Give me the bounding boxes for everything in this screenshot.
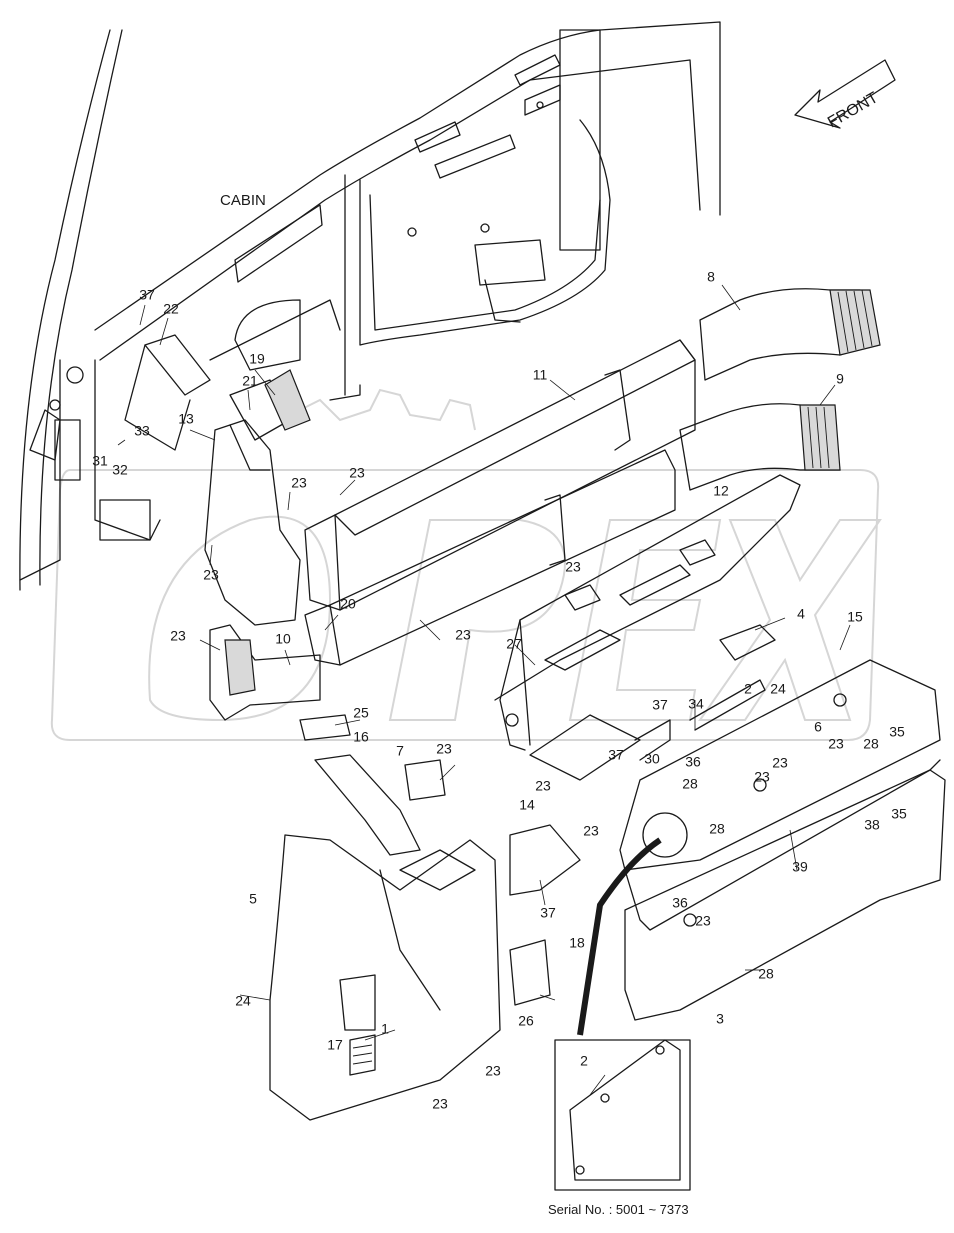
part-number-36: 36 bbox=[672, 895, 688, 911]
part-number-24: 24 bbox=[235, 993, 251, 1009]
part-number-23: 23 bbox=[291, 475, 307, 491]
part-number-36: 36 bbox=[685, 754, 701, 770]
part-number-10: 10 bbox=[275, 631, 291, 647]
part-number-19: 19 bbox=[249, 351, 265, 367]
part-number-37: 37 bbox=[540, 905, 556, 921]
inset-part-label: 2 bbox=[580, 1053, 588, 1069]
part-number-23: 23 bbox=[349, 465, 365, 481]
part-number-23: 23 bbox=[535, 778, 551, 794]
part-number-38: 38 bbox=[864, 817, 880, 833]
part-number-15: 15 bbox=[847, 609, 863, 625]
part-number-26: 26 bbox=[518, 1013, 534, 1029]
part-number-37: 37 bbox=[139, 287, 155, 303]
part-number-27: 27 bbox=[506, 636, 522, 652]
duct-parts bbox=[124, 288, 881, 896]
leader-lines bbox=[117, 284, 851, 1096]
part-number-23: 23 bbox=[436, 741, 452, 757]
part-number-35: 35 bbox=[889, 724, 905, 740]
part-number-11: 11 bbox=[533, 367, 548, 383]
part-number-39: 39 bbox=[792, 859, 808, 875]
part-number-23: 23 bbox=[772, 755, 788, 771]
part-number-28: 28 bbox=[709, 821, 725, 837]
part-number-6: 6 bbox=[814, 719, 822, 735]
part-number-23: 23 bbox=[828, 736, 844, 752]
part-number-17: 17 bbox=[327, 1037, 343, 1053]
part-number-23: 23 bbox=[432, 1096, 448, 1112]
part-number-23: 23 bbox=[583, 823, 599, 839]
part-number-14: 14 bbox=[519, 797, 535, 813]
part-number-12: 12 bbox=[713, 483, 729, 499]
cabin-label: CABIN bbox=[220, 192, 266, 209]
part-number-23: 23 bbox=[203, 567, 219, 583]
part-number-1: 1 bbox=[381, 1021, 389, 1037]
part-number-25: 25 bbox=[353, 705, 369, 721]
panels bbox=[269, 659, 946, 1191]
part-number-28: 28 bbox=[758, 966, 774, 982]
part-number-13: 13 bbox=[178, 411, 194, 427]
part-number-28: 28 bbox=[863, 736, 879, 752]
part-number-23: 23 bbox=[455, 627, 471, 643]
part-number-5: 5 bbox=[249, 891, 257, 907]
part-number-31: 31 bbox=[92, 453, 108, 469]
part-number-20: 20 bbox=[340, 596, 356, 612]
front-arrow: FRONT bbox=[794, 59, 896, 131]
part-number-23: 23 bbox=[485, 1063, 501, 1079]
part-number-8: 8 bbox=[707, 269, 715, 285]
part-number-4: 4 bbox=[797, 606, 805, 622]
part-number-22: 22 bbox=[163, 301, 179, 317]
part-number-35: 35 bbox=[891, 806, 907, 822]
part-number-9: 9 bbox=[836, 371, 844, 387]
part-number-21: 21 bbox=[242, 373, 258, 389]
part-number-33: 33 bbox=[134, 423, 150, 439]
part-number-23: 23 bbox=[170, 628, 186, 644]
part-number-34: 34 bbox=[688, 696, 704, 712]
part-number-3: 3 bbox=[716, 1011, 724, 1027]
part-number-24: 24 bbox=[770, 681, 786, 697]
part-number-37: 37 bbox=[652, 697, 668, 713]
part-number-32: 32 bbox=[112, 462, 128, 478]
part-number-28: 28 bbox=[682, 776, 698, 792]
serial-number-label: Serial No. : 5001 ~ 7373 bbox=[548, 1202, 689, 1217]
part-number-23: 23 bbox=[754, 769, 770, 785]
part-number-23: 23 bbox=[695, 913, 711, 929]
part-number-23: 23 bbox=[565, 559, 581, 575]
cabin-structure bbox=[19, 21, 721, 591]
part-number-37: 37 bbox=[608, 747, 624, 763]
front-label: FRONT bbox=[825, 89, 881, 131]
part-number-7: 7 bbox=[396, 743, 404, 759]
part-number-16: 16 bbox=[353, 729, 369, 745]
part-number-2: 2 bbox=[744, 681, 752, 697]
watermark-logo bbox=[50, 388, 882, 741]
part-number-18: 18 bbox=[569, 935, 585, 951]
part-number-30: 30 bbox=[644, 751, 660, 767]
